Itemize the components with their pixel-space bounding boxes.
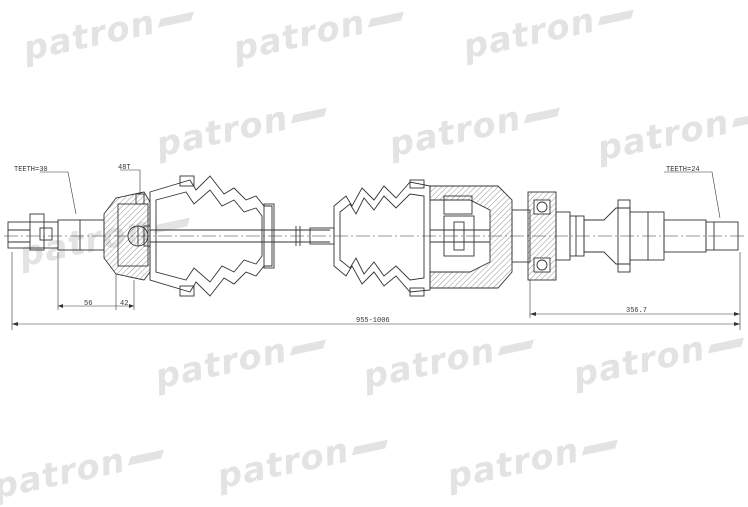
outer-boot bbox=[149, 175, 275, 297]
leader-right-teeth bbox=[664, 171, 721, 219]
outer-cv-joint bbox=[103, 191, 151, 281]
inner-cv-housing bbox=[429, 185, 513, 289]
main-shaft bbox=[150, 226, 335, 246]
leader-abs bbox=[120, 169, 141, 194]
dim-left-b: 42 bbox=[120, 300, 129, 308]
leader-left-teeth bbox=[40, 171, 77, 215]
dim-right: 356.7 bbox=[626, 307, 648, 315]
abs-label: 48T bbox=[118, 164, 131, 172]
dim-total: 955-1006 bbox=[356, 317, 390, 325]
dim-left-a: 56 bbox=[84, 300, 93, 308]
right-spline-stub bbox=[583, 199, 739, 273]
right-teeth-label: TEETH=24 bbox=[666, 166, 700, 174]
inner-boot bbox=[333, 179, 431, 297]
dimension-arrows bbox=[12, 304, 740, 326]
bearing bbox=[511, 191, 585, 281]
left-spline-stub bbox=[7, 213, 105, 251]
left-teeth-label: TEETH=30 bbox=[14, 166, 48, 174]
dimension-lines bbox=[11, 252, 741, 330]
